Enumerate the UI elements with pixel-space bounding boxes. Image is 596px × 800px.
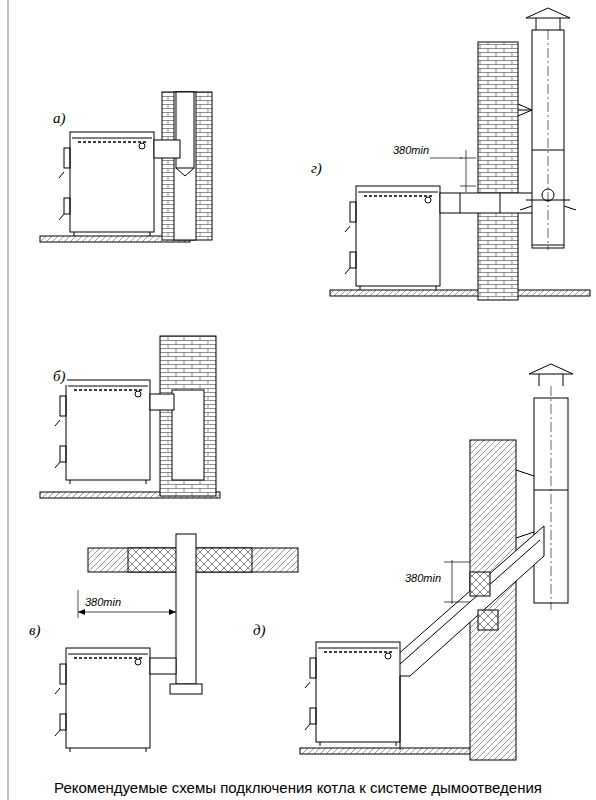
scheme-letter: а)	[52, 110, 67, 127]
scheme-letter: б)	[52, 368, 67, 385]
scheme-letter: г)	[310, 160, 323, 177]
scheme-letter: в)	[28, 622, 42, 639]
dimension-label: 380min	[404, 572, 442, 584]
figure-caption: Рекомендуемые схемы подключения котла к …	[0, 779, 596, 797]
dimension-label: 380min	[84, 596, 122, 608]
dimension-label: 380min	[392, 144, 430, 156]
scheme-letter: д)	[252, 622, 267, 639]
